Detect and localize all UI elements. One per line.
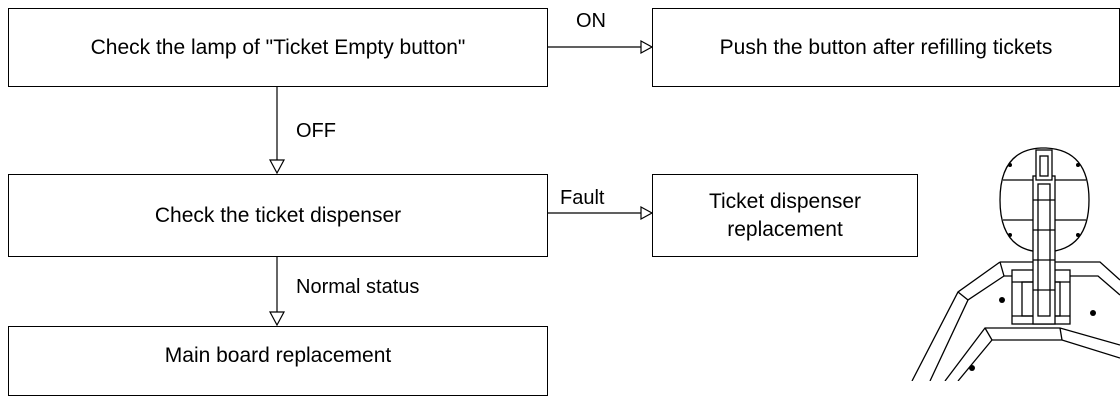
check-dispenser-box: Check the ticket dispenser [8,174,548,257]
arrow-fault [548,205,654,221]
edge-label-fault: Fault [560,187,605,209]
push-button-box: Push the button after refilling tickets [652,8,1120,87]
edge-label-off: OFF [296,120,336,142]
edge-label-normal-status: Normal status [296,276,420,298]
flowchart-connectors [268,39,1120,381]
arrow-on [548,39,654,55]
check-lamp-text: Check the lamp of "Ticket Empty button" [90,35,466,59]
check-lamp-box: Check the lamp of "Ticket Empty button" [8,8,548,87]
ticket-dispenser-machine-illustration [911,147,1120,381]
arrow-off [268,87,286,175]
dispenser-replacement-text-line1: Ticket dispenser [708,189,862,213]
dispenser-replacement-box: Ticket dispenser replacement [652,174,918,257]
arrow-normal-status [268,257,286,327]
edge-label-on: ON [576,10,606,32]
main-board-box: Main board replacement [8,326,548,396]
check-dispenser-text: Check the ticket dispenser [154,203,402,227]
dispenser-replacement-text-line2: replacement [727,217,843,241]
main-board-text: Main board replacement [164,344,392,367]
push-button-text: Push the button after refilling tickets [719,35,1053,59]
